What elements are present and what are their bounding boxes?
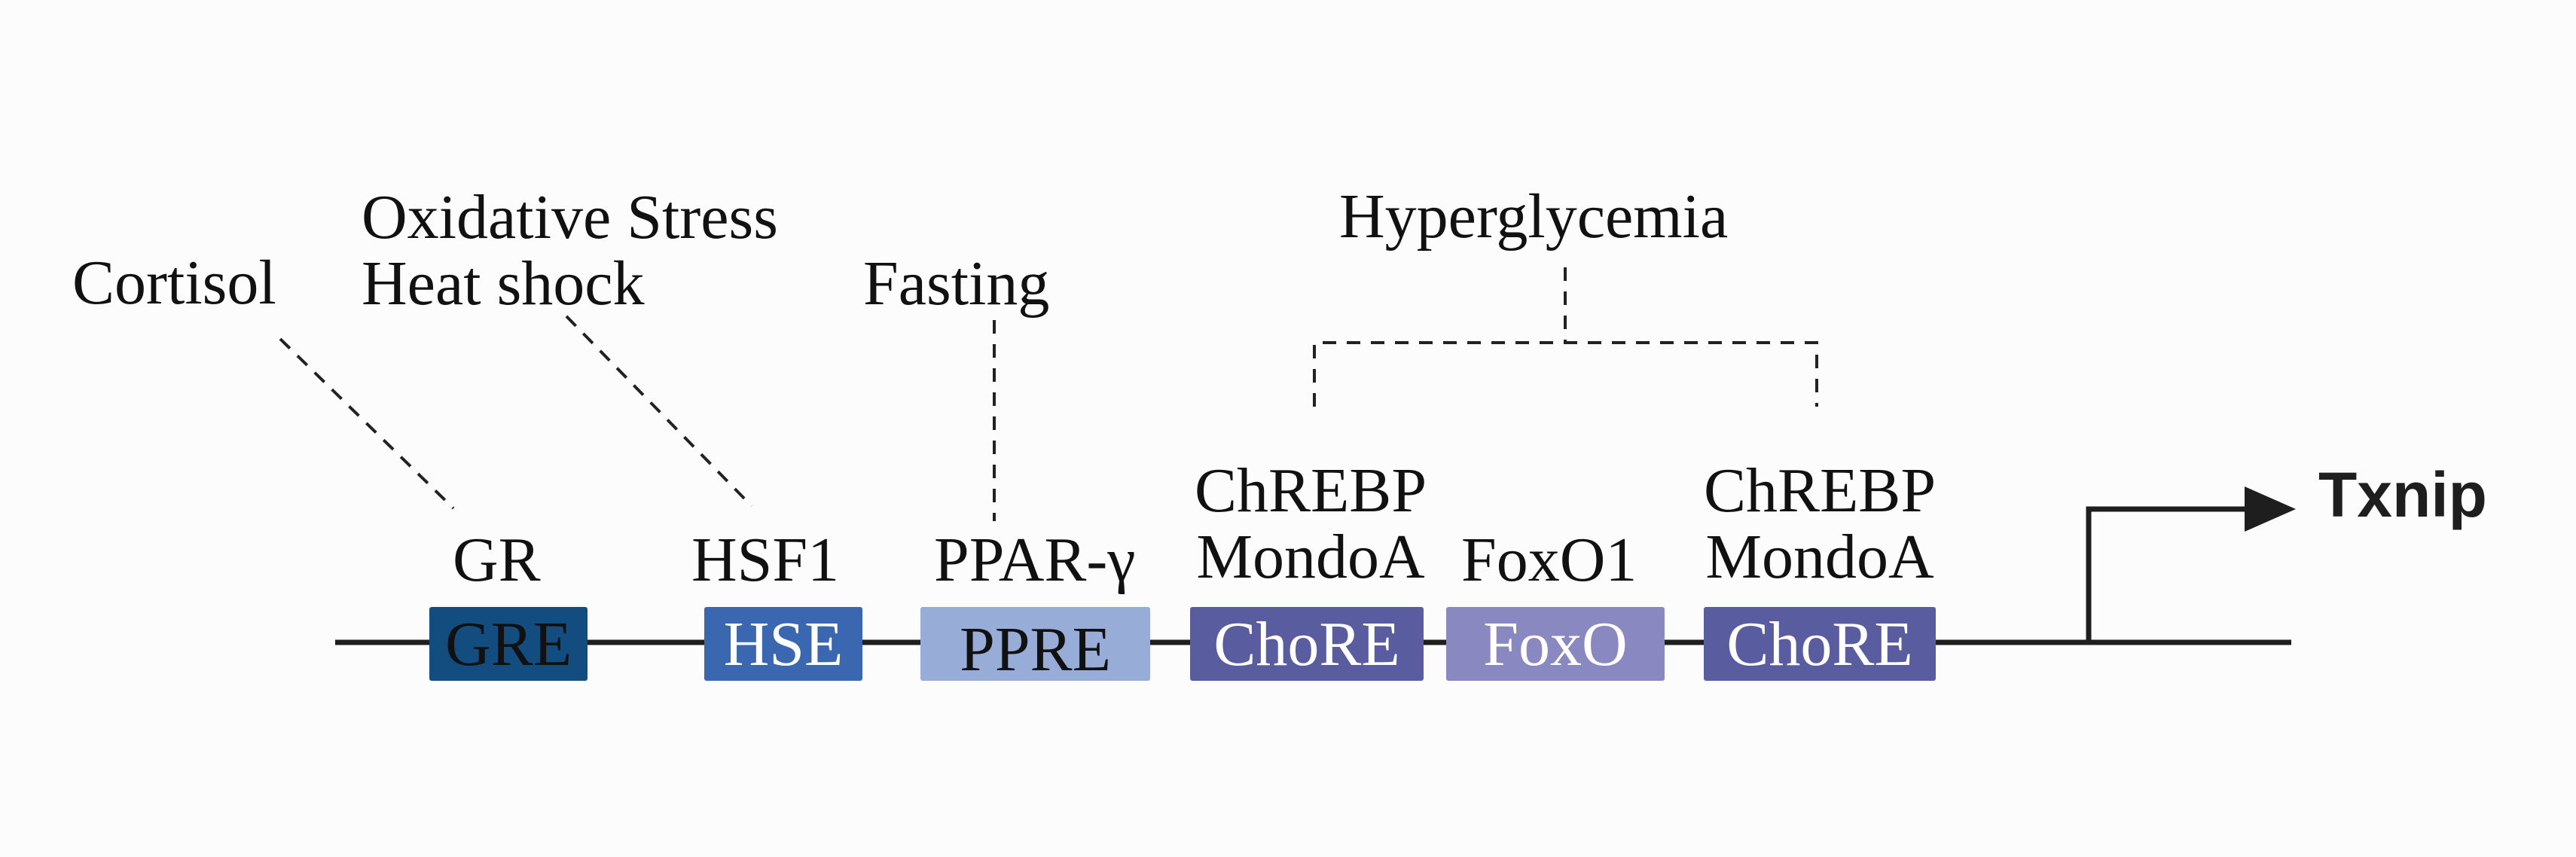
factor-foxo1: FoxO1 <box>1461 525 1637 595</box>
factor-hsf1: HSF1 <box>691 525 840 595</box>
factor-gr: GR <box>453 525 541 595</box>
factor-chrebp-mondoa-2: ChREBP MondoA <box>1684 458 1955 590</box>
factor-ppar-gamma: PPAR-γ <box>934 525 1136 595</box>
stimulus-hyperglycemia: Hyperglycemia <box>1339 181 1729 252</box>
factor-chrebp-label: ChREBP <box>1703 456 1937 526</box>
cortisol-connector <box>279 337 455 510</box>
factor-mondoa-label: MondoA <box>1705 522 1934 592</box>
arrow-head-icon <box>2245 486 2296 532</box>
stimulus-heat-shock: Heat shock <box>362 249 645 319</box>
factor-mondoa-label: MondoA <box>1196 522 1425 592</box>
factor-chrebp-label: ChREBP <box>1194 456 1427 526</box>
element-chore-2: ChoRE <box>1704 607 1936 681</box>
stimulus-cortisol: Cortisol <box>72 248 276 318</box>
gene-name: Txnip <box>2318 459 2487 530</box>
stimulus-oxidative-stress: Oxidative Stress <box>362 182 778 252</box>
heat-shock-connector <box>565 315 753 508</box>
element-foxo: FoxO <box>1446 607 1665 681</box>
stimulus-fasting: Fasting <box>863 249 1050 319</box>
element-chore-1: ChoRE <box>1190 607 1424 681</box>
element-ppre: PPRE <box>920 607 1150 685</box>
hyperglycemia-bracket <box>1313 341 1818 407</box>
factor-chrebp-mondoa-1: ChREBP MondoA <box>1175 458 1446 590</box>
element-gre: GRE <box>429 607 588 681</box>
element-hse: HSE <box>704 607 862 681</box>
transcription-start-arrow <box>2086 506 2249 642</box>
